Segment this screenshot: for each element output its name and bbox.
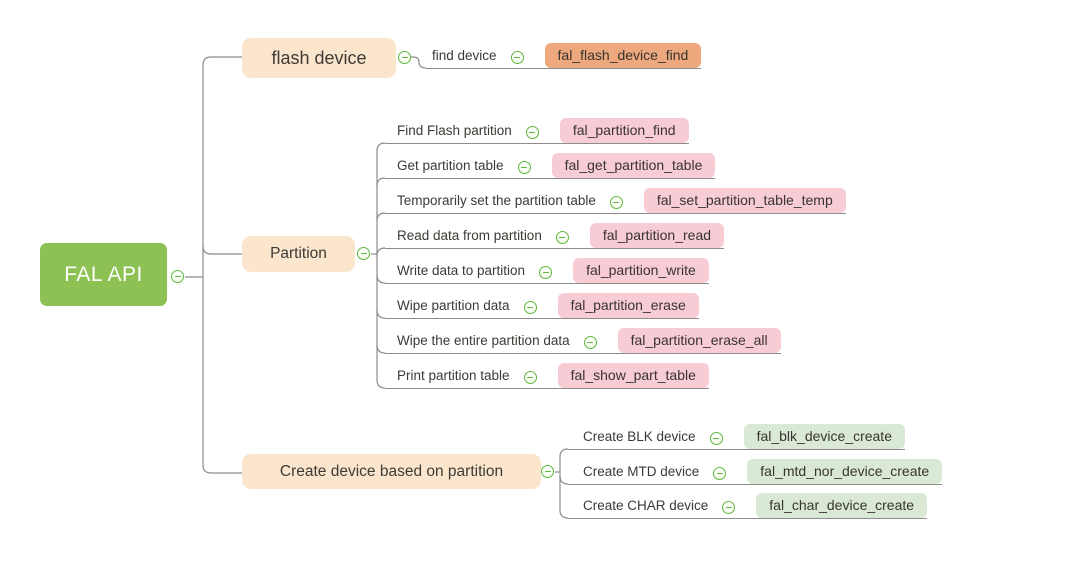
branch-label: Create device based on partition xyxy=(279,462,504,480)
leaf-row-create-mtd-device: Create MTD device fal_mtd_nor_device_cre… xyxy=(568,459,943,485)
collapse-minus-icon[interactable] xyxy=(523,371,537,384)
branch-label: Partition xyxy=(270,245,327,262)
leaf-label[interactable]: Print partition table xyxy=(397,368,510,383)
api-node-fal-set-partition-table-temp[interactable]: fal_set_partition_table_temp xyxy=(643,188,846,213)
leaf-label[interactable]: Wipe partition data xyxy=(397,298,510,313)
api-node-fal-mtd-nor-device-create[interactable]: fal_mtd_nor_device_create xyxy=(747,459,943,484)
collapse-minus-icon[interactable] xyxy=(609,196,623,209)
collapse-minus-icon[interactable] xyxy=(510,51,524,64)
leaf-row-wipe-entire-partition-data: Wipe the entire partition data fal_parti… xyxy=(385,328,781,354)
leaf-row-read-data-from-partition: Read data from partition fal_partition_r… xyxy=(385,223,725,249)
collapse-minus-icon[interactable] xyxy=(555,231,569,244)
api-node-fal-partition-erase-all[interactable]: fal_partition_erase_all xyxy=(617,328,781,353)
collapse-minus-icon[interactable] xyxy=(539,266,553,279)
collapse-minus-icon[interactable] xyxy=(709,432,723,445)
leaf-row-find-device: find device fal_flash_device_find xyxy=(426,43,702,69)
leaf-row-find-flash-partition: Find Flash partition fal_partition_find xyxy=(385,118,689,144)
branch-label: flash device xyxy=(271,47,367,68)
root-collapse-minus-icon[interactable] xyxy=(171,270,184,283)
branch-node-create-device-based-on-partition[interactable]: Create device based on partition xyxy=(242,454,541,489)
leaf-label[interactable]: Create CHAR device xyxy=(583,498,709,513)
api-node-fal-blk-device-create[interactable]: fal_blk_device_create xyxy=(743,424,905,449)
api-node-fal-partition-find[interactable]: fal_partition_find xyxy=(559,118,689,143)
collapse-minus-icon[interactable] xyxy=(722,501,736,514)
collapse-minus-icon[interactable] xyxy=(517,161,531,174)
api-node-fal-partition-erase[interactable]: fal_partition_erase xyxy=(557,293,699,318)
collapse-minus-icon[interactable] xyxy=(583,336,597,349)
leaf-label[interactable]: Wipe the entire partition data xyxy=(397,333,570,348)
leaf-row-create-char-device: Create CHAR device fal_char_device_creat… xyxy=(568,493,928,519)
api-node-fal-flash-device-find[interactable]: fal_flash_device_find xyxy=(544,43,702,68)
leaf-row-wipe-partition-data: Wipe partition data fal_partition_erase xyxy=(385,293,699,319)
leaf-row-get-partition-table: Get partition table fal_get_partition_ta… xyxy=(385,153,716,179)
leaf-row-temporarily-set-partition-table: Temporarily set the partition table fal_… xyxy=(385,188,846,214)
leaf-label-find-device[interactable]: find device xyxy=(432,48,497,63)
leaf-label[interactable]: Get partition table xyxy=(397,158,504,173)
leaf-label[interactable]: Temporarily set the partition table xyxy=(397,193,596,208)
api-node-fal-show-part-table[interactable]: fal_show_part_table xyxy=(557,363,709,388)
collapse-minus-icon[interactable] xyxy=(523,301,537,314)
api-node-fal-char-device-create[interactable]: fal_char_device_create xyxy=(756,493,928,518)
api-node-fal-partition-read[interactable]: fal_partition_read xyxy=(589,223,725,248)
partition-collapse-minus-icon[interactable] xyxy=(357,247,370,260)
branch-node-flash-device[interactable]: flash device xyxy=(242,38,396,78)
leaf-label[interactable]: Create MTD device xyxy=(583,464,700,479)
collapse-minus-icon[interactable] xyxy=(525,126,539,139)
api-node-fal-get-partition-table[interactable]: fal_get_partition_table xyxy=(551,153,716,178)
flash-device-collapse-minus-icon[interactable] xyxy=(398,51,411,64)
leaf-label[interactable]: Create BLK device xyxy=(583,429,696,444)
leaf-row-create-blk-device: Create BLK device fal_blk_device_create xyxy=(568,424,905,450)
root-label: FAL API xyxy=(64,262,143,286)
leaf-label[interactable]: Write data to partition xyxy=(397,263,526,278)
leaf-row-print-partition-table: Print partition table fal_show_part_tabl… xyxy=(385,363,709,389)
leaf-row-write-data-to-partition: Write data to partition fal_partition_wr… xyxy=(385,258,709,284)
leaf-label[interactable]: Read data from partition xyxy=(397,228,542,243)
leaf-label[interactable]: Find Flash partition xyxy=(397,123,512,138)
collapse-minus-icon[interactable] xyxy=(713,467,727,480)
branch-node-partition[interactable]: Partition xyxy=(242,236,355,272)
create-device-collapse-minus-icon[interactable] xyxy=(541,465,554,478)
root-node-fal-api[interactable]: FAL API xyxy=(40,243,167,306)
api-node-fal-partition-write[interactable]: fal_partition_write xyxy=(573,258,709,283)
